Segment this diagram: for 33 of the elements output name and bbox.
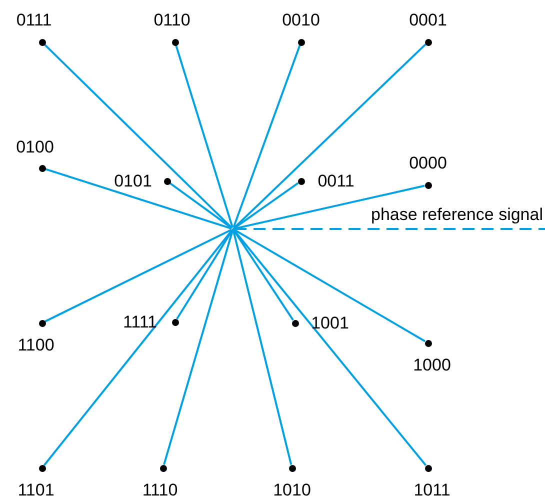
- dashed-reference-line: [234, 228, 545, 230]
- connector-line: [169, 182, 232, 229]
- bit-pattern-label: 1000: [413, 356, 451, 374]
- connector-line: [232, 44, 301, 228]
- connector-line: [44, 44, 233, 229]
- bit-pattern-label: 1110: [142, 482, 178, 498]
- origin-point: [232, 228, 234, 230]
- bit-pattern-label: 1001: [311, 314, 349, 332]
- connector-line: [44, 228, 232, 322]
- bit-pattern-label: 0110: [154, 12, 190, 28]
- bit-pattern-label: 1010: [273, 482, 311, 498]
- bit-pattern-label: 1011: [414, 482, 450, 498]
- bit-pattern-label: 0001: [409, 12, 447, 28]
- bit-pattern-label: 0101: [114, 172, 152, 190]
- bit-pattern-label: 0010: [282, 12, 320, 28]
- connector-line: [234, 182, 299, 229]
- edge-label: phase reference signal: [370, 206, 543, 223]
- bit-pattern-label: 0011: [318, 172, 354, 190]
- bit-pattern-label: 0100: [16, 138, 54, 156]
- bit-pattern-label: 1111: [122, 314, 158, 330]
- connector-line: [175, 45, 234, 228]
- connector-line: [45, 168, 232, 230]
- connector-line: [233, 230, 427, 466]
- bit-pattern-label: 0111: [16, 12, 52, 28]
- bit-pattern-label: 1101: [18, 482, 54, 498]
- connector-line: [234, 228, 426, 342]
- connector-line: [163, 230, 234, 465]
- connector-line: [234, 184, 425, 230]
- connector-line: [233, 44, 426, 229]
- connector-line: [232, 230, 292, 465]
- connector-line: [43, 230, 233, 466]
- bit-pattern-label: 0000: [409, 154, 447, 172]
- bit-pattern-label: 1100: [18, 336, 54, 354]
